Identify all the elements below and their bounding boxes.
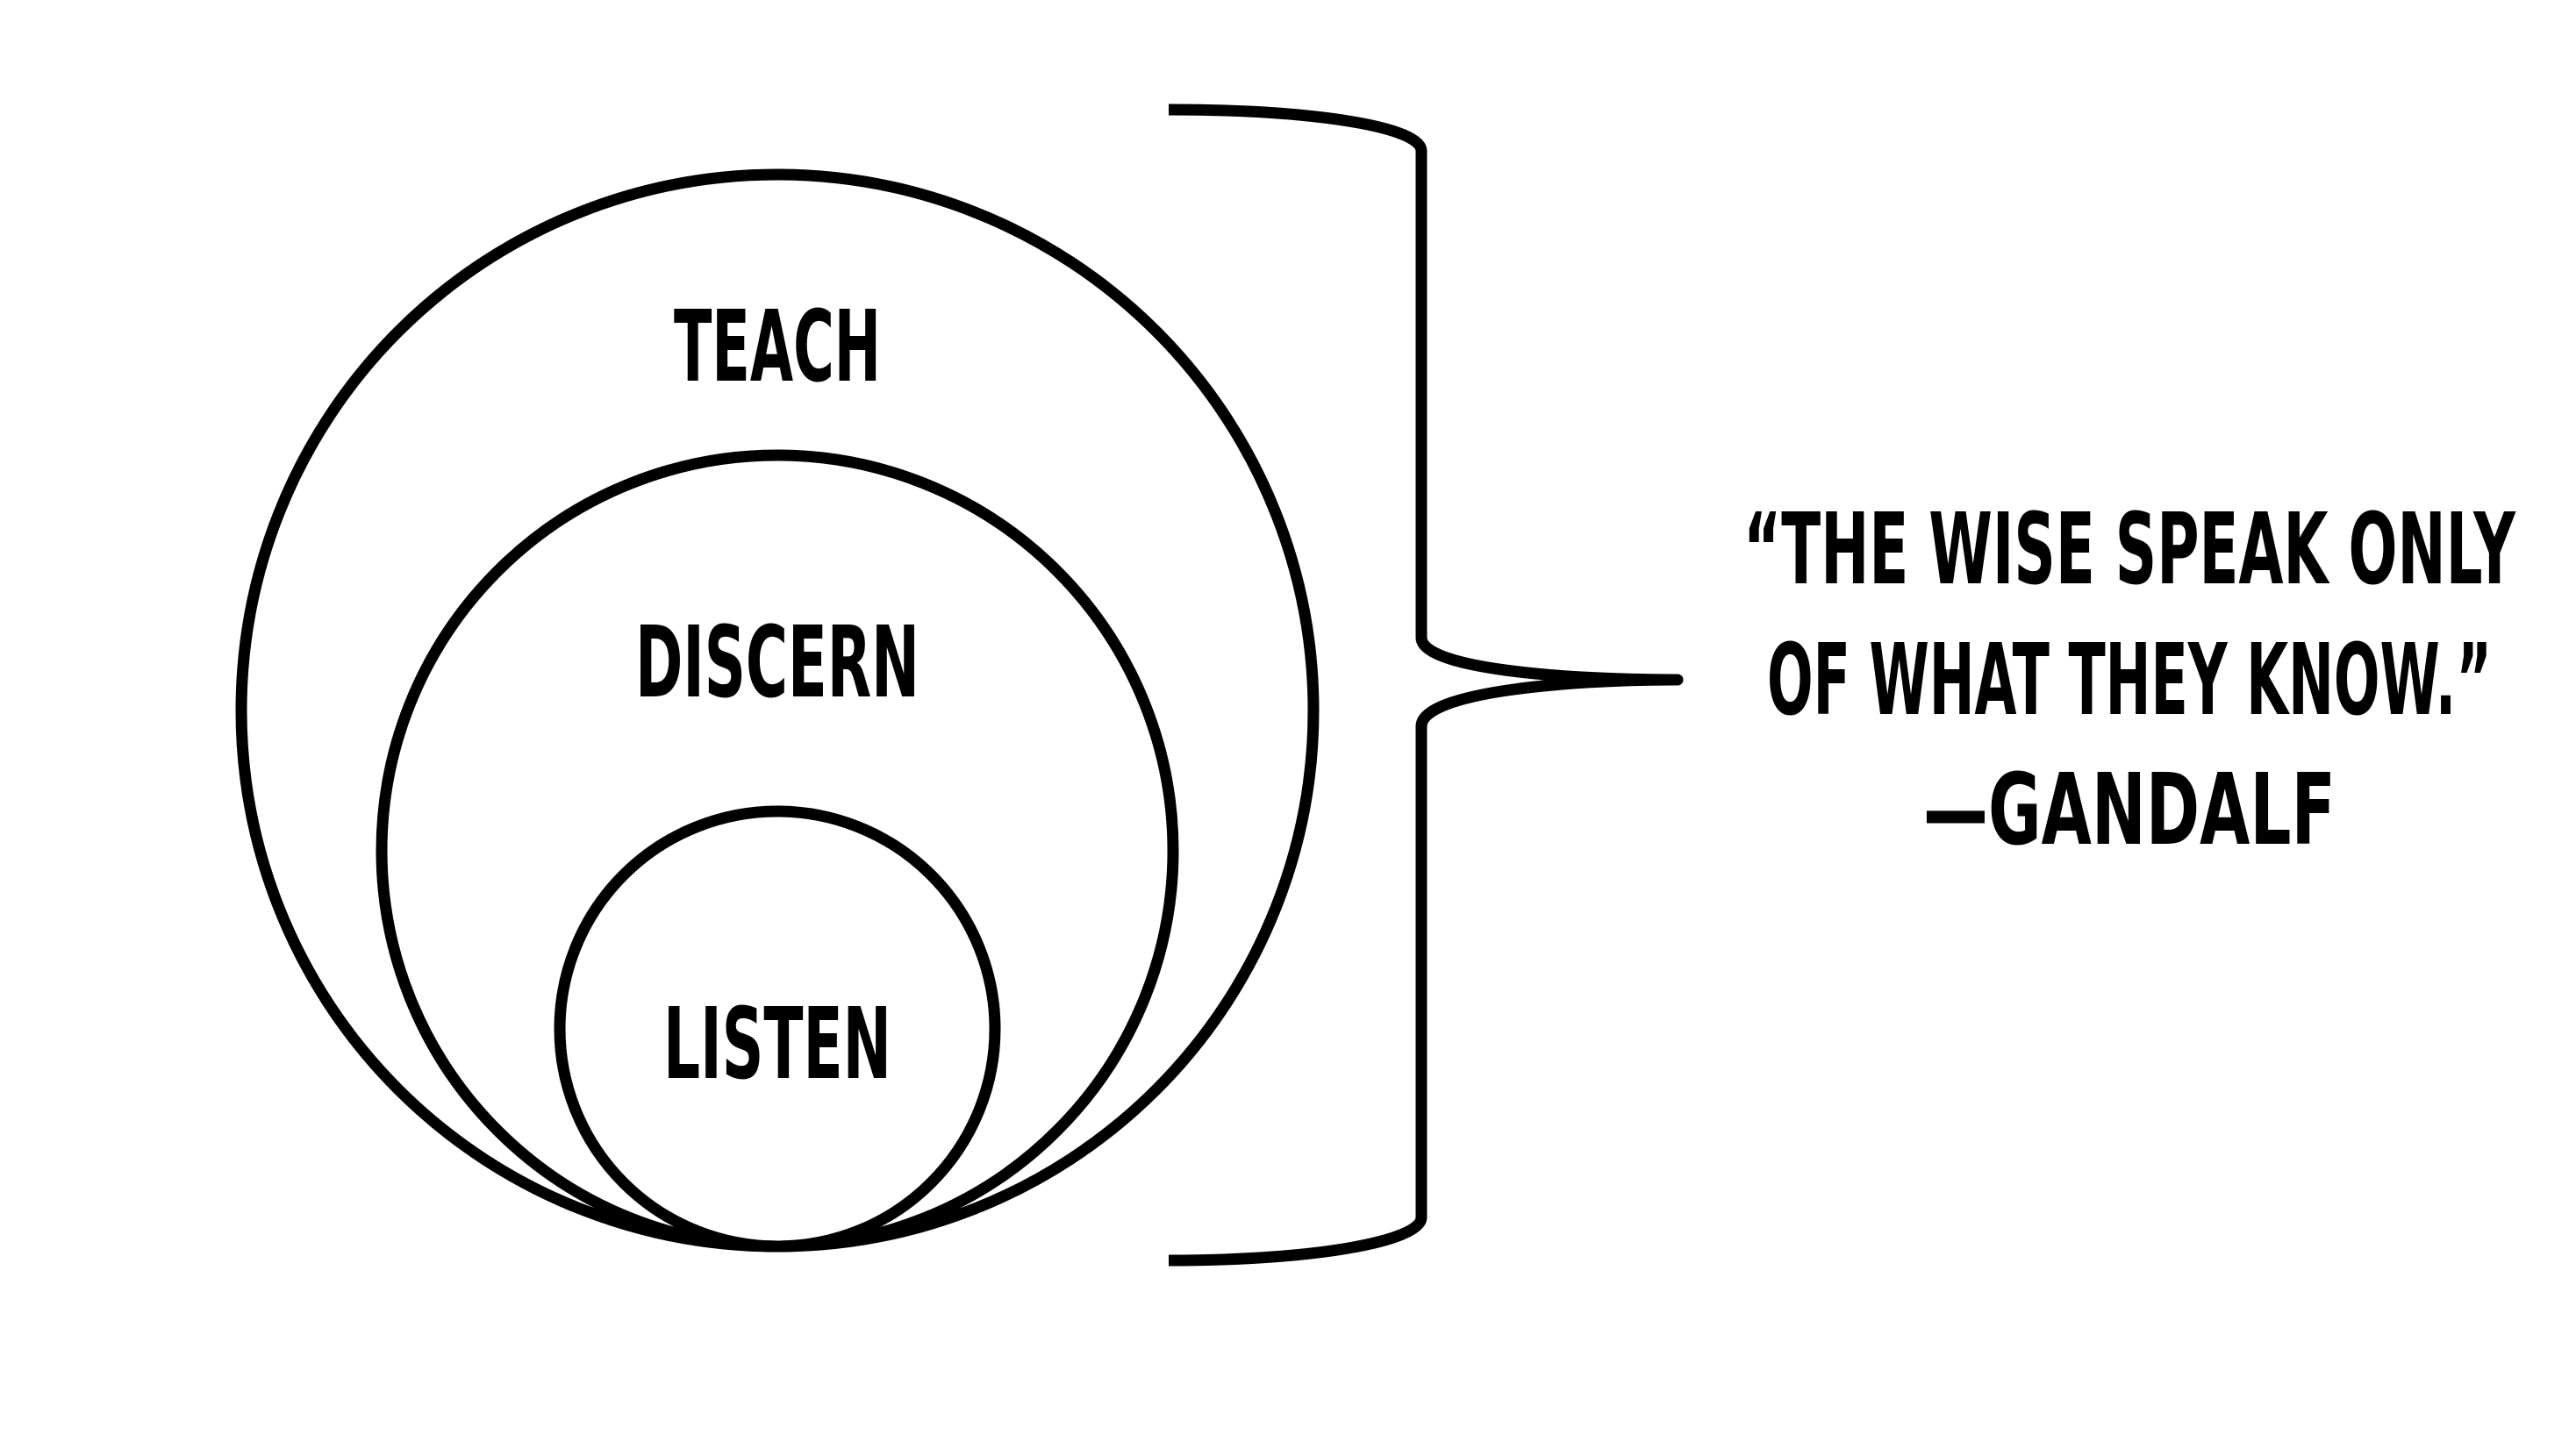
discern-circle bbox=[376, 449, 1179, 1253]
quote-attribution: —GANDALF bbox=[1923, 753, 2336, 867]
discern-label: DISCERN bbox=[635, 606, 919, 720]
quote-line-1: “THE WISE SPEAK ONLY bbox=[1743, 493, 2516, 607]
listen-circle bbox=[554, 805, 1001, 1253]
quote-line-2: OF WHAT THEY KNOW.” bbox=[1767, 624, 2492, 738]
listen-label: LISTEN bbox=[663, 988, 891, 1102]
curly-brace bbox=[1168, 104, 1684, 1267]
teach-label: TEACH bbox=[674, 290, 881, 404]
